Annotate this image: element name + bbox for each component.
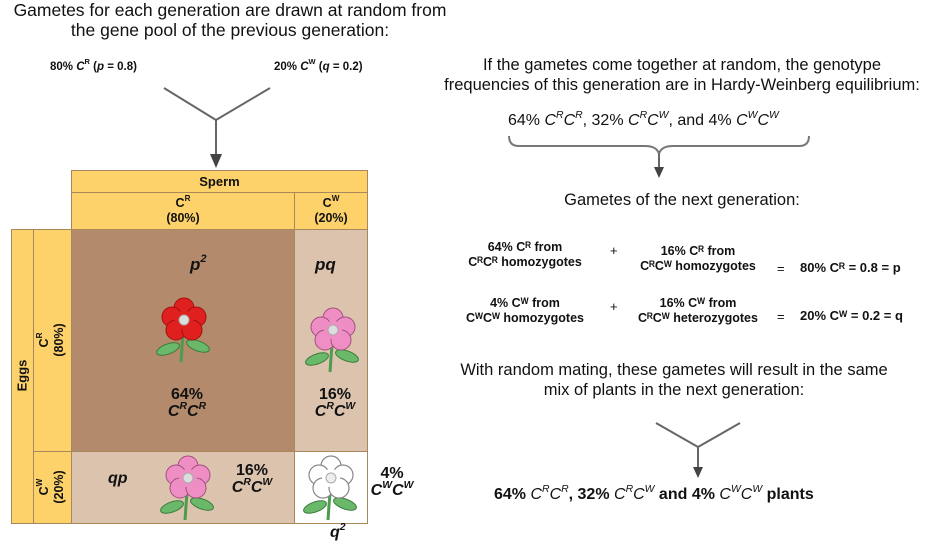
random-mating-text: With random mating, these gametes will r… [460,361,888,399]
brace-arrow [508,135,810,178]
calc-row1-plus: + [610,243,618,258]
eggs-row-w: CW (20%) [33,451,72,524]
cell-wr: qp 16% CRCW [71,451,295,524]
cell-rr-label: p2 [190,253,207,274]
red-flower-icon [156,297,210,363]
sperm-col-r: CR (80%) [71,192,295,230]
eggs-header: Eggs [11,229,34,524]
calc-row2-result: 20% Cᵂ = 0.2 = q [800,308,903,323]
merge-arrow-right [655,422,741,478]
eggs-row-r: CR (80%) [33,229,72,452]
sperm-header: Sperm [71,170,368,193]
calc-row2-term-a: 4% Cᵂ from CᵂCᵂ homozygotes [466,296,584,325]
final-genotype-mix: 64% CRCR, 32% CRCW and 4% CWCW plants [494,483,814,503]
cell-rw-genotype: 16% CRCW [314,386,356,420]
cell-rr-genotype: 64% CRCR [167,386,207,420]
cell-rw: pq 16% CRCW [294,229,368,452]
cell-rw-label: pq [315,255,336,274]
left-heading-line1: Gametes for each generation are drawn at… [13,0,447,20]
cell-ww-genotype: 4% CWCW [370,465,414,499]
left-heading: Gametes for each generation are drawn at… [0,0,460,40]
pink-flower-icon [160,455,214,521]
cell-ww-label: q2 [330,521,346,541]
calc-row2-equals: = [777,309,785,324]
sperm-col-w: CW (20%) [294,192,368,230]
allele-r-frequency: 80% CR (p = 0.8) [50,57,137,73]
gametes-heading: Gametes of the next generation: [564,191,800,209]
allele-w-frequency: 20% CW (q = 0.2) [274,57,363,73]
right-heading: If the gametes come together at random, … [444,56,920,94]
white-flower-icon [303,455,357,521]
cell-ww [294,451,368,524]
calc-row1-term-a: 64% Cᴿ from CᴿCᴿ homozygotes [468,240,582,269]
calc-row1-result: 80% Cᴿ = 0.8 = p [800,260,901,275]
genotype-frequencies: 64% CRCR, 32% CRCW, and 4% CWCW [508,109,779,129]
merge-arrow-left [163,87,271,168]
cell-wr-genotype: 16% CRCW [231,462,273,496]
left-heading-line2: the gene pool of the previous generation… [70,20,390,40]
calc-row1-equals: = [777,261,785,276]
pink-flower-icon [305,307,359,373]
calc-row2-term-b: 16% Cᵂ from CᴿCᵂ heterozygotes [638,296,758,325]
cell-rr: p2 64% CRCR [71,229,295,452]
calc-row2-plus: + [610,299,618,314]
cell-wr-label: qp [108,470,128,487]
calc-row1-term-b: 16% Cᴿ from CᴿCᵂ homozygotes [640,244,756,273]
